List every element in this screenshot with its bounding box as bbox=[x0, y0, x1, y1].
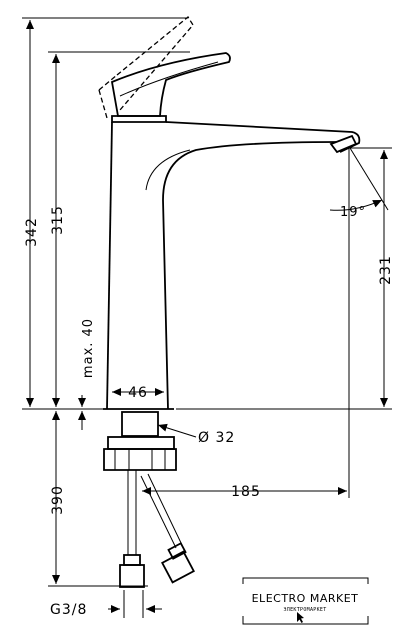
dim-thread-label: G3/8 bbox=[50, 602, 87, 618]
cursor-icon bbox=[297, 612, 304, 623]
dim-46-label: 46 bbox=[128, 385, 148, 401]
logo-title: ELECTRO MARKET bbox=[252, 592, 359, 605]
dim-390-label: 390 bbox=[50, 485, 66, 515]
faucet-body bbox=[98, 16, 361, 588]
dim-315-label: 315 bbox=[50, 205, 66, 235]
logo-subtitle: ЭЛЕКТРОМАРКЕТ bbox=[283, 607, 326, 613]
dim-angle-label: 19° bbox=[340, 205, 366, 220]
dim-max40-label: max. 40 bbox=[81, 318, 96, 378]
dim-185-label: 185 bbox=[231, 484, 261, 500]
dimensions bbox=[22, 17, 392, 618]
dim-231-label: 231 bbox=[378, 255, 394, 285]
dim-diameter-label: Ø 32 bbox=[198, 430, 235, 446]
dim-342-label: 342 bbox=[24, 217, 40, 247]
electro-market-logo: ELECTRO MARKET ЭЛЕКТРОМАРКЕТ bbox=[242, 577, 369, 625]
